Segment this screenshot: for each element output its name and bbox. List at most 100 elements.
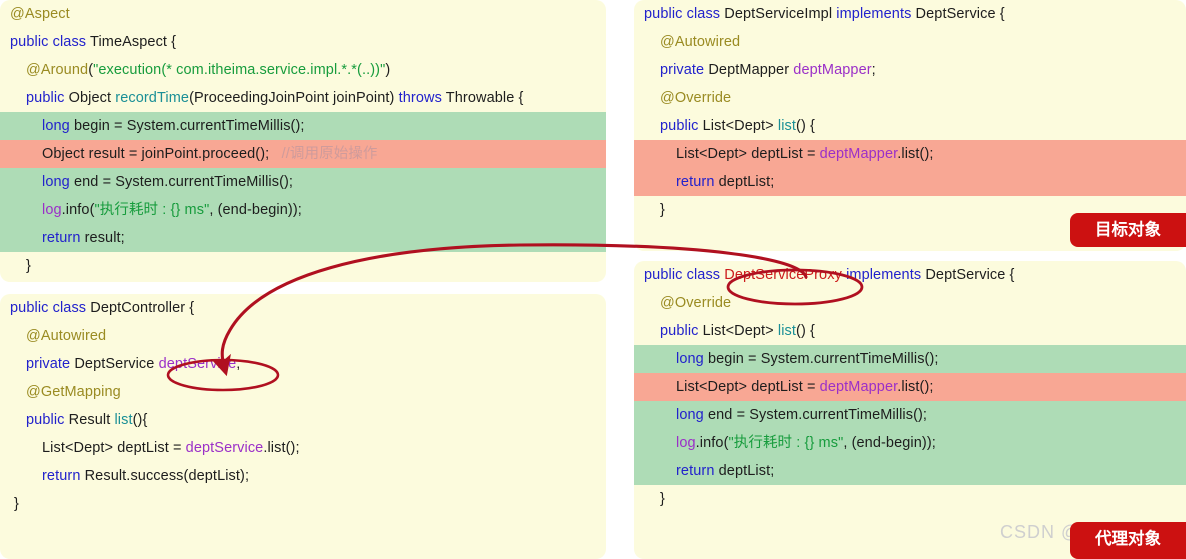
code-token: DeptMapper (708, 62, 794, 78)
code-line: List<Dept> deptList = deptMapper.list(); (634, 373, 1186, 401)
code-token: deptMapper (819, 146, 898, 162)
code-token: deptList; (718, 174, 775, 190)
code-token: } (660, 491, 665, 507)
code-token: public (26, 90, 69, 106)
code-line: public class DeptServiceImpl implements … (634, 0, 1186, 28)
code-token: "执行耗时 : {} ms" (94, 202, 210, 218)
code-line: } (634, 196, 1186, 224)
code-token: ( (88, 62, 94, 78)
code-token: list (777, 323, 797, 339)
code-token: "execution(* com.itheima.service.impl.*.… (93, 62, 386, 78)
code-token: DeptServiceImpl (724, 6, 837, 22)
code-token: deptMapper (793, 62, 872, 78)
code-token: deptService (185, 440, 264, 456)
code-token: () { (796, 118, 815, 134)
code-token: ; (236, 356, 241, 372)
code-token: begin = System.currentTimeMillis(); (73, 118, 305, 134)
code-token: implements (841, 267, 926, 283)
code-token: result; (84, 230, 125, 246)
code-token: long (676, 351, 708, 367)
code-token: TimeAspect { (90, 34, 177, 50)
code-token: public class (644, 267, 725, 283)
code-token: deptList; (718, 463, 775, 479)
code-token: long (42, 174, 74, 190)
code-token: public (26, 412, 69, 428)
code-token: Throwable { (445, 90, 524, 106)
code-token: public (660, 118, 703, 134)
code-line: return Result.success(deptList); (0, 462, 606, 490)
code-line: @Aspect (0, 0, 606, 28)
code-token: private (660, 62, 709, 78)
code-token: public class (644, 6, 725, 22)
code-token: , (end-begin)); (843, 435, 936, 451)
code-token: DeptServiceProxy (724, 267, 842, 283)
code-token: deptMapper (819, 379, 898, 395)
code-line: public List<Dept> list() { (634, 112, 1186, 140)
code-line: @Autowired (0, 322, 606, 350)
code-token: DeptService { (925, 267, 1015, 283)
code-token: List<Dept> (702, 323, 778, 339)
code-token: public (660, 323, 703, 339)
code-line: Object result = joinPoint.proceed(); //调… (0, 140, 606, 168)
code-token: list (777, 118, 797, 134)
code-token: ) (385, 62, 391, 78)
code-line: long end = System.currentTimeMillis(); (0, 168, 606, 196)
code-token: public class (10, 300, 91, 316)
code-line: @GetMapping (0, 378, 606, 406)
code-token: begin = System.currentTimeMillis(); (707, 351, 939, 367)
code-token: } (660, 202, 665, 218)
code-line: long begin = System.currentTimeMillis(); (0, 112, 606, 140)
code-token: DeptService { (915, 6, 1005, 22)
code-line: @Override (634, 84, 1186, 112)
code-block-dept-service-impl: public class DeptServiceImpl implements … (634, 0, 1186, 224)
code-line: private DeptService deptService; (0, 350, 606, 378)
code-token: deptService (158, 356, 237, 372)
code-token: } (26, 258, 31, 274)
code-token: @Override (660, 295, 732, 311)
code-token: public class (10, 34, 91, 50)
code-token: () { (796, 323, 815, 339)
code-token: implements (836, 6, 916, 22)
code-line: public class DeptController { (0, 294, 606, 322)
panel-dept-service-impl: public class DeptServiceImpl implements … (634, 0, 1186, 251)
code-line: log.info("执行耗时 : {} ms", (end-begin)); (0, 196, 606, 224)
code-line: public Result list(){ (0, 406, 606, 434)
code-token: @Aspect (10, 6, 70, 22)
code-line: private DeptMapper deptMapper; (634, 56, 1186, 84)
code-line: @Around("execution(* com.itheima.service… (0, 56, 606, 84)
code-token: Object result = joinPoint.proceed(); (42, 146, 282, 162)
code-token: List<Dept> (702, 118, 778, 134)
code-line: public Object recordTime(ProceedingJoinP… (0, 84, 606, 112)
code-line: log.info("执行耗时 : {} ms", (end-begin)); (634, 429, 1186, 457)
code-token: (){ (132, 412, 148, 428)
code-token: recordTime (115, 90, 190, 106)
code-line: public class TimeAspect { (0, 28, 606, 56)
code-token: DeptController { (90, 300, 195, 316)
code-token: Object (68, 90, 116, 106)
code-token: log (676, 435, 696, 451)
panel-dept-service-proxy: public class DeptServiceProxy implements… (634, 261, 1186, 559)
code-token: List<Dept> deptList = (676, 146, 820, 162)
code-token: return (42, 230, 85, 246)
code-line: long end = System.currentTimeMillis(); (634, 401, 1186, 429)
badge-target-object: 目标对象 (1070, 213, 1186, 247)
code-line: @Override (634, 289, 1186, 317)
code-token: .list(); (263, 440, 300, 456)
code-line: @Autowired (634, 28, 1186, 56)
code-token: throws (398, 90, 446, 106)
code-token: list (114, 412, 133, 428)
code-token: return (676, 174, 719, 190)
code-token: end = System.currentTimeMillis(); (73, 174, 294, 190)
code-block-dept-service-proxy: public class DeptServiceProxy implements… (634, 261, 1186, 513)
code-line: long begin = System.currentTimeMillis(); (634, 345, 1186, 373)
code-line: return result; (0, 224, 606, 252)
code-line: } (0, 490, 606, 518)
code-line: public List<Dept> list() { (634, 317, 1186, 345)
code-token: long (42, 118, 74, 134)
badge-proxy-object: 代理对象 (1070, 522, 1186, 559)
code-token: , (end-begin)); (209, 202, 302, 218)
